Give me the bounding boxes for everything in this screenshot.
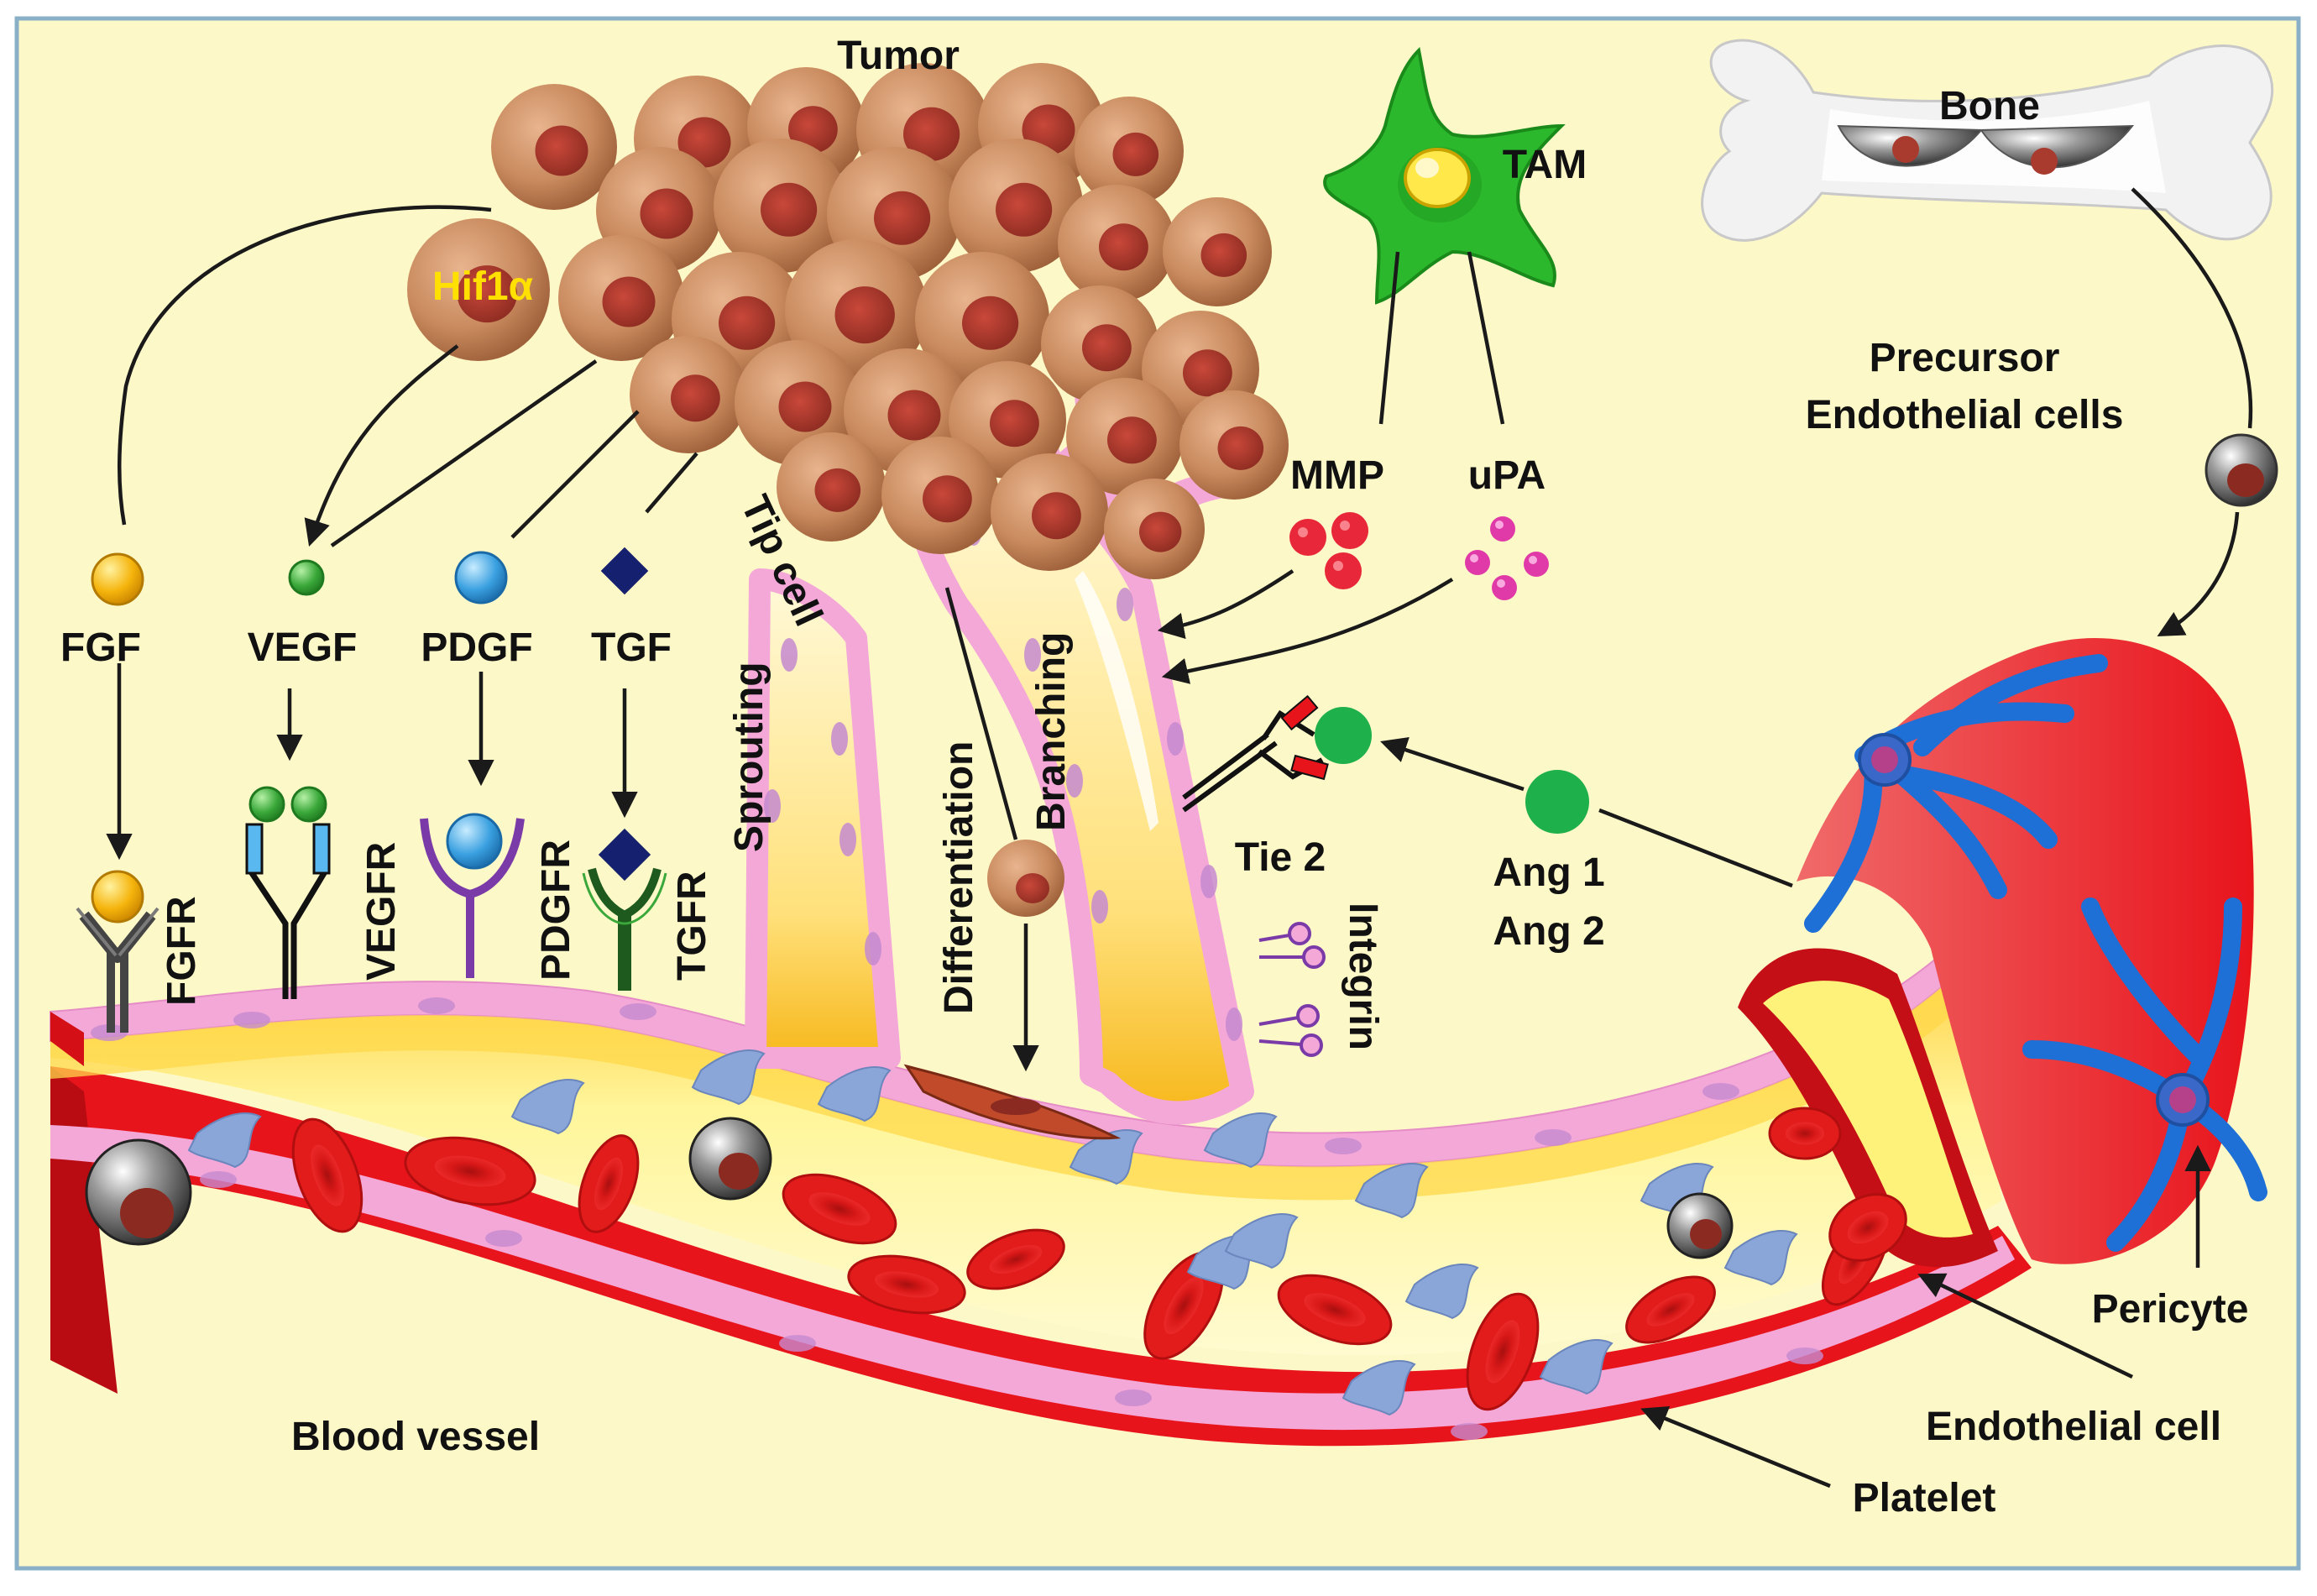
red-blood-cell <box>1277 1274 1393 1346</box>
integrin-receptors <box>1258 922 1326 1057</box>
label-fgf: FGF <box>60 625 141 670</box>
label-differentiation: Differentiation <box>937 741 981 1014</box>
red-blood-cell <box>1466 1292 1540 1411</box>
tumor-cell <box>881 437 999 554</box>
tumor-cell <box>714 139 848 273</box>
platelet <box>1354 1163 1429 1219</box>
label-sprouting: Sprouting <box>727 662 771 852</box>
label-pericyte: Pericyte <box>2092 1287 2249 1332</box>
label-upa: uPA <box>1468 453 1546 498</box>
red-blood-cell <box>1768 1107 1842 1160</box>
platelet <box>1342 1360 1416 1416</box>
platelet <box>510 1079 585 1135</box>
red-blood-cell <box>1625 1275 1716 1344</box>
tumor-cell <box>915 252 1049 386</box>
fgfr-receptor <box>76 870 160 1033</box>
label-mmp: MMP <box>1290 453 1384 498</box>
tumor-cell <box>1041 285 1158 403</box>
label-blood-vessel: Blood vessel <box>291 1415 540 1459</box>
differentiating-cell <box>987 840 1064 917</box>
platelet <box>187 1112 262 1169</box>
platelet <box>1069 1129 1143 1185</box>
red-blood-cells <box>291 1107 1907 1411</box>
tumor-cell <box>630 336 747 453</box>
upa-particles <box>1465 516 1549 600</box>
tumor-cell <box>991 453 1108 571</box>
mmp-particles <box>1289 512 1368 589</box>
tumor-cell <box>407 218 550 361</box>
pdgf-ligand <box>454 551 508 604</box>
red-blood-cell <box>404 1136 536 1206</box>
tam-macrophage <box>1323 46 1566 305</box>
fgf-ligand <box>91 552 144 606</box>
label-vegf: VEGF <box>248 625 358 670</box>
label-hif1a: Hif1α <box>432 264 534 309</box>
platelet <box>1723 1230 1798 1286</box>
tumor-cell <box>558 235 684 361</box>
label-precursor-line2: Endothelial cells <box>1806 393 2124 437</box>
ang-ligand <box>1525 770 1589 834</box>
precursor-endothelial-cell <box>2205 433 2278 507</box>
label-tumor: Tumor <box>837 34 960 78</box>
vessel-end-pericytes <box>1738 637 2267 1268</box>
platelet <box>691 1049 766 1106</box>
label-tgf: TGF <box>591 625 672 670</box>
blood-vessel <box>50 947 2032 1447</box>
tumor-cell-cluster <box>407 63 1289 579</box>
label-integrin: Integrin <box>1341 903 1385 1050</box>
red-blood-cell <box>1828 1193 1907 1262</box>
tumor-cell <box>949 361 1066 479</box>
label-ang1: Ang 1 <box>1493 850 1604 895</box>
label-pdgfr: PDGFR <box>534 840 578 981</box>
red-blood-cell <box>291 1117 364 1233</box>
tgfr-receptor <box>582 828 667 991</box>
label-tam: TAM <box>1503 143 1587 187</box>
red-blood-cell <box>847 1254 966 1315</box>
tumor-cell <box>1104 479 1205 579</box>
platelet <box>1539 1339 1614 1395</box>
tumor-cell <box>777 432 886 542</box>
label-precursor-line1: Precursor <box>1870 336 2060 380</box>
bone <box>1701 39 2274 242</box>
label-platelet: Platelet <box>1853 1476 1996 1520</box>
tgf-ligand <box>600 547 649 595</box>
circulating-progenitor-cells <box>85 1117 1734 1259</box>
tumor-cell <box>949 139 1083 273</box>
red-blood-cell <box>966 1228 1065 1290</box>
vegf-ligand <box>288 559 325 596</box>
label-tie2: Tie 2 <box>1235 835 1326 880</box>
platelet <box>1224 1213 1299 1269</box>
tumor-cell <box>1163 197 1272 306</box>
tumor-cell <box>491 84 617 210</box>
red-blood-cell <box>782 1173 897 1245</box>
label-tgfr: TGFR <box>670 871 714 981</box>
label-ang2: Ang 2 <box>1493 909 1604 954</box>
label-pdgf: PDGF <box>421 625 532 670</box>
label-endothelial-cell: Endothelial cell <box>1926 1405 2221 1449</box>
differentiated-cell <box>903 1064 1122 1140</box>
platelet <box>1404 1264 1479 1320</box>
arrows <box>106 187 2253 1489</box>
label-fgfr: FGFR <box>160 896 204 1006</box>
tumor-cell <box>1066 378 1184 495</box>
tumor-cell <box>1179 390 1289 500</box>
vegfr-receptor <box>245 786 331 999</box>
tie2-receptor <box>1182 694 1372 813</box>
label-branching: Branching <box>1029 632 1074 831</box>
tumor-cell <box>1058 185 1175 302</box>
platelets <box>187 1049 1798 1416</box>
label-bone: Bone <box>1939 84 2040 128</box>
red-blood-cell <box>578 1134 640 1233</box>
platelet <box>1203 1112 1278 1169</box>
platelet <box>817 1066 892 1122</box>
pdgfr-receptor <box>420 813 525 978</box>
tumor-cell <box>1075 97 1184 206</box>
label-vegfr: VEGFR <box>359 842 404 981</box>
